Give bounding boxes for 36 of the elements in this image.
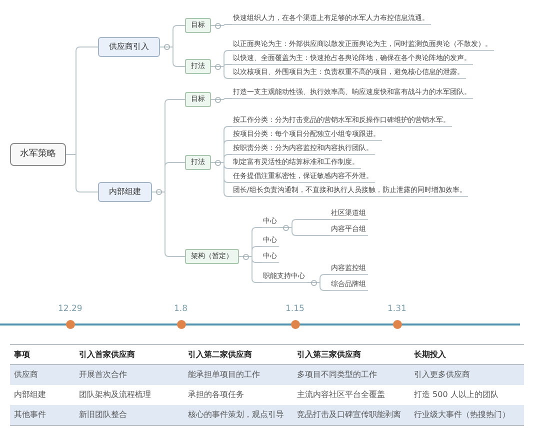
table-text: 开展首次合作 — [79, 369, 127, 381]
table-text: 能承担单项目的工作 — [188, 369, 260, 381]
table-text: 打造 500 人以上的团队 — [414, 389, 498, 401]
table-text: 行业级大事件（热搜热门） — [414, 409, 510, 421]
column-header: 引入首家供应商 — [79, 349, 135, 361]
connector-line — [210, 24, 232, 26]
main-topic-box: 供应商引入 — [98, 37, 160, 57]
table-text: 核心的事件策划，观点引导 — [188, 409, 284, 421]
timeline-date: 12.29 — [58, 304, 82, 315]
connector-line — [278, 219, 330, 236]
table-text: 主流内容社区平台全覆盖 — [297, 389, 385, 401]
timeline-date: 1.15 — [286, 304, 304, 315]
table-text: 承担的各项任务 — [188, 389, 244, 401]
connector-line — [238, 227, 262, 283]
timeline-date: 1.31 — [388, 304, 406, 315]
table-text: 引入更多供应商 — [414, 369, 470, 381]
connector-line — [306, 274, 330, 291]
central-topic-box: 水军策略 — [10, 143, 66, 166]
row-header: 内部组建 — [14, 389, 46, 401]
connector-line — [210, 126, 232, 197]
column-header: 长期投入 — [414, 349, 446, 361]
table-text: 多项目不同类型的工作 — [297, 369, 377, 381]
column-header: 引入第三家供应商 — [297, 349, 361, 361]
column-header: 引入第二家供应商 — [188, 349, 252, 361]
row-header: 供应商 — [14, 369, 38, 381]
row-header: 其他事件 — [14, 409, 46, 421]
main-topic-box: 内部组建 — [98, 182, 152, 202]
column-header: 事项 — [14, 349, 30, 361]
connector-line — [152, 99, 186, 257]
table-text: 团队架构及流程梳理 — [79, 389, 151, 401]
connector-line — [210, 98, 232, 100]
table-text: 新旧团队整合 — [79, 409, 127, 421]
timeline-date: 1.8 — [174, 304, 188, 315]
connector-line — [210, 50, 232, 79]
connector-line — [66, 46, 98, 192]
table-text: 竞品打击及口碑宣传职能剥离 — [297, 409, 401, 421]
